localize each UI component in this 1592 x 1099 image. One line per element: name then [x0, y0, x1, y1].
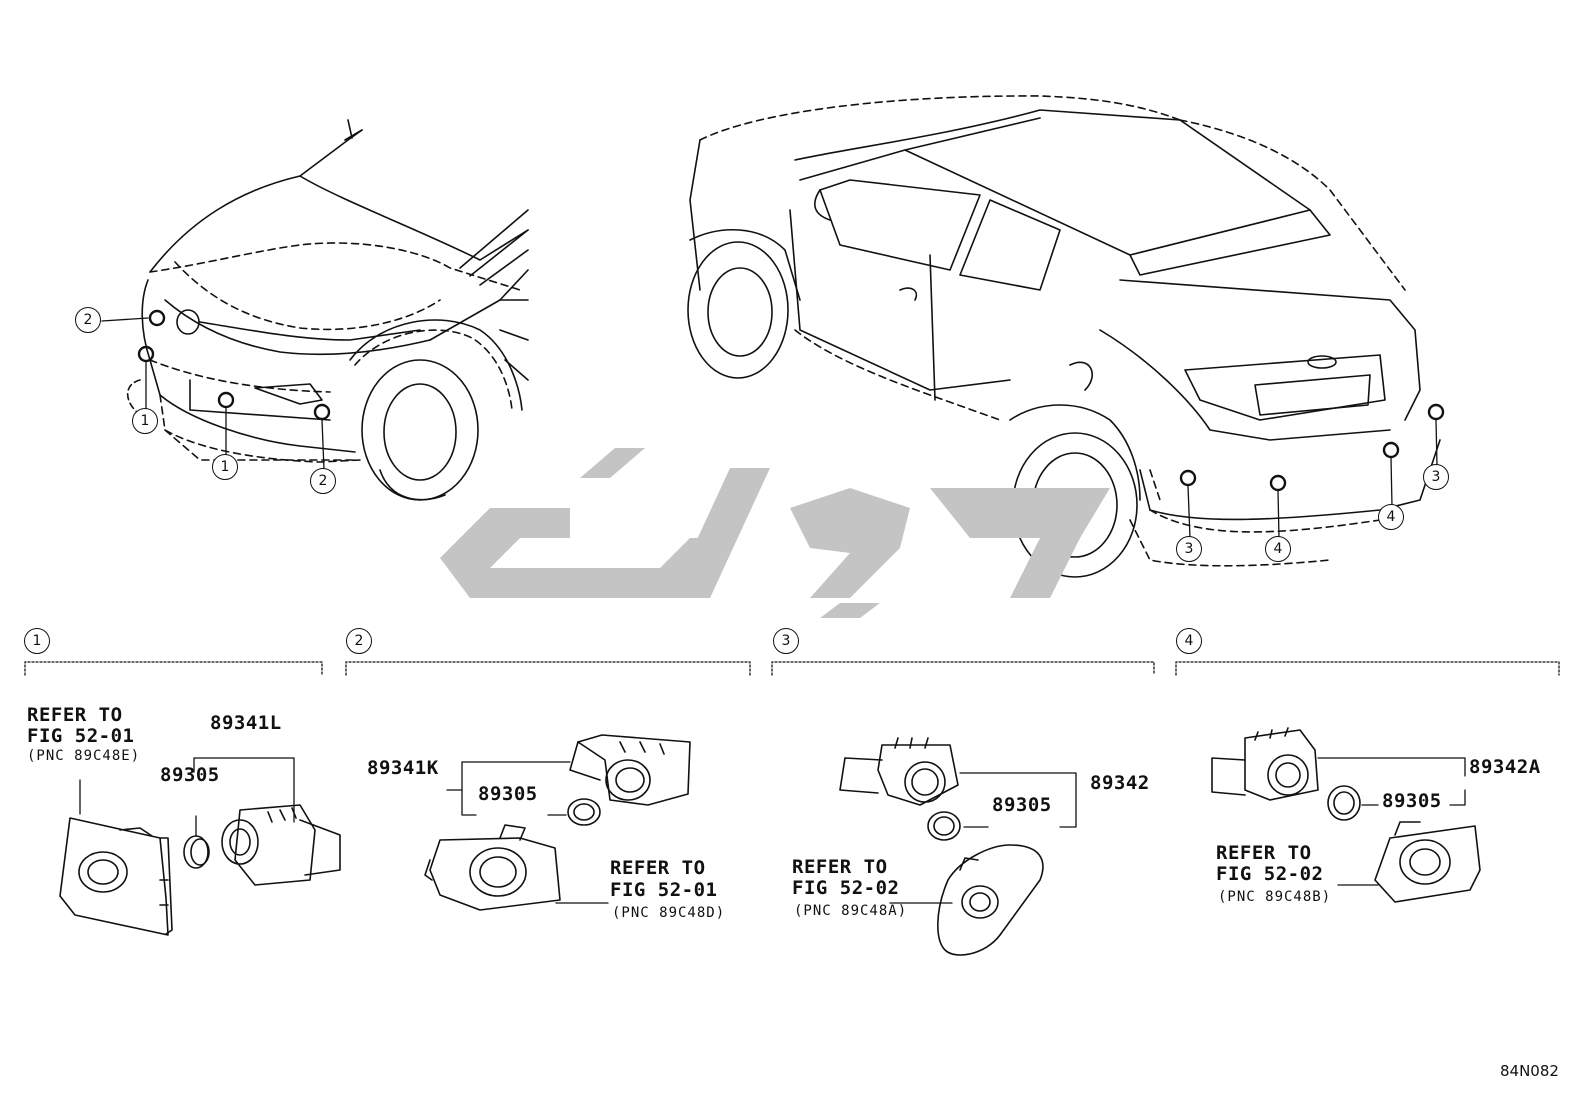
s4-refer-line1: REFER TO [1216, 842, 1312, 864]
sensor-mark [137, 345, 155, 363]
s4-refer-pnc: (PNC 89C48B) [1218, 889, 1332, 905]
section-brackets [24, 661, 1560, 676]
s3-refer-pnc: (PNC 89C48A) [794, 903, 908, 919]
s3-refer-line1: REFER TO [792, 856, 888, 878]
callout-2: 2 [75, 307, 101, 333]
front-vehicle-view [126, 119, 529, 501]
watermark-logo [440, 448, 1110, 618]
sensor-location-marks [137, 309, 1445, 492]
section1-parts [59, 757, 341, 936]
section3-parts [839, 737, 1077, 956]
section4-parts [1211, 727, 1481, 903]
section2-parts [424, 734, 691, 911]
sensor-mark [1179, 469, 1197, 487]
section-4-marker: 4 [1176, 628, 1202, 654]
callout-3: 3 [1423, 464, 1449, 490]
callout-2: 2 [310, 468, 336, 494]
callout-4: 4 [1378, 504, 1404, 530]
s1-refer-pnc: (PNC 89C48E) [27, 748, 141, 764]
s1-refer-line2: FIG 52-01 [27, 725, 135, 747]
sensor-mark [148, 309, 166, 327]
sensor-mark [313, 403, 331, 421]
s2-part-retainer: 89305 [478, 783, 538, 805]
diagram-id: 84N082 [1500, 1062, 1559, 1080]
rear-vehicle-view [687, 95, 1441, 578]
s4-refer-line2: FIG 52-02 [1216, 863, 1324, 885]
s2-refer-line1: REFER TO [610, 857, 706, 879]
s2-refer-pnc: (PNC 89C48D) [612, 905, 726, 921]
sensor-mark [1382, 441, 1400, 459]
s2-refer-line2: FIG 52-01 [610, 879, 718, 901]
sensor-mark [217, 391, 235, 409]
sensor-mark [1269, 474, 1287, 492]
s4-part-sensor: 89342A [1469, 756, 1541, 778]
section-2-marker: 2 [346, 628, 372, 654]
s3-part-sensor: 89342 [1090, 772, 1150, 794]
callout-4: 4 [1265, 536, 1291, 562]
s1-part-sensor: 89341L [210, 712, 282, 734]
callout-leaders [101, 317, 1438, 539]
section-1-marker: 1 [24, 628, 50, 654]
s2-part-sensor: 89341K [367, 757, 439, 779]
callout-1: 1 [212, 454, 238, 480]
s3-refer-line2: FIG 52-02 [792, 877, 900, 899]
callout-3: 3 [1176, 536, 1202, 562]
section-3-marker: 3 [773, 628, 799, 654]
callout-1: 1 [132, 408, 158, 434]
sensor-mark [1427, 403, 1445, 421]
s1-refer-line1: REFER TO [27, 704, 123, 726]
s4-part-retainer: 89305 [1382, 790, 1442, 812]
s1-part-retainer: 89305 [160, 764, 220, 786]
s3-part-retainer: 89305 [992, 794, 1052, 816]
